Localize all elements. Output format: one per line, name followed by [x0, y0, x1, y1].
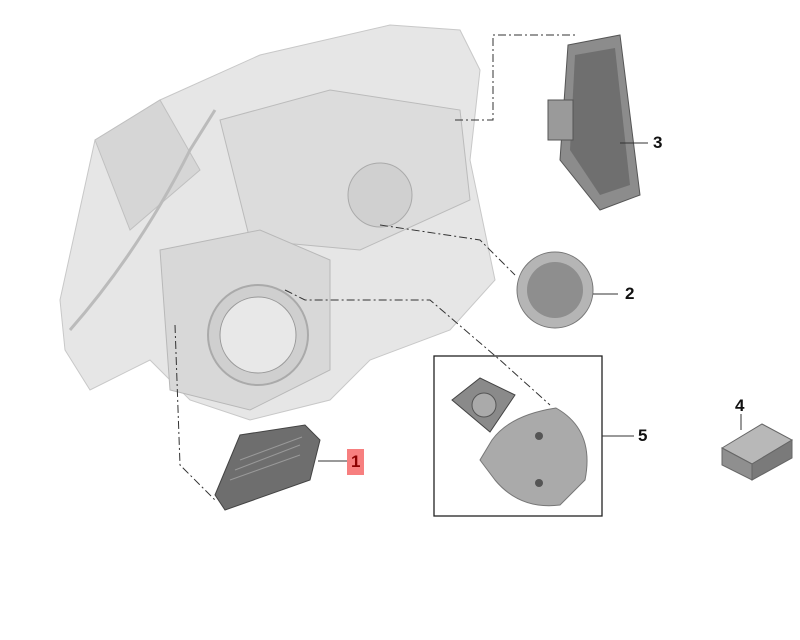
part-2-led-module[interactable] — [516, 251, 594, 329]
callout-1[interactable]: 1 — [347, 449, 365, 475]
callout-5[interactable]: 5 — [638, 426, 648, 445]
leader-lines — [174, 34, 578, 501]
part-4-box[interactable] — [720, 423, 794, 481]
part-1-ballast[interactable] — [214, 424, 321, 511]
headlight-housing[interactable] — [59, 24, 496, 421]
callout-3[interactable]: 3 — [653, 133, 663, 152]
part-5-fan-kit[interactable] — [451, 377, 588, 507]
callout-4[interactable]: 4 — [735, 396, 745, 415]
callout-2[interactable]: 2 — [625, 284, 635, 303]
part-3-control-unit[interactable] — [547, 34, 641, 211]
